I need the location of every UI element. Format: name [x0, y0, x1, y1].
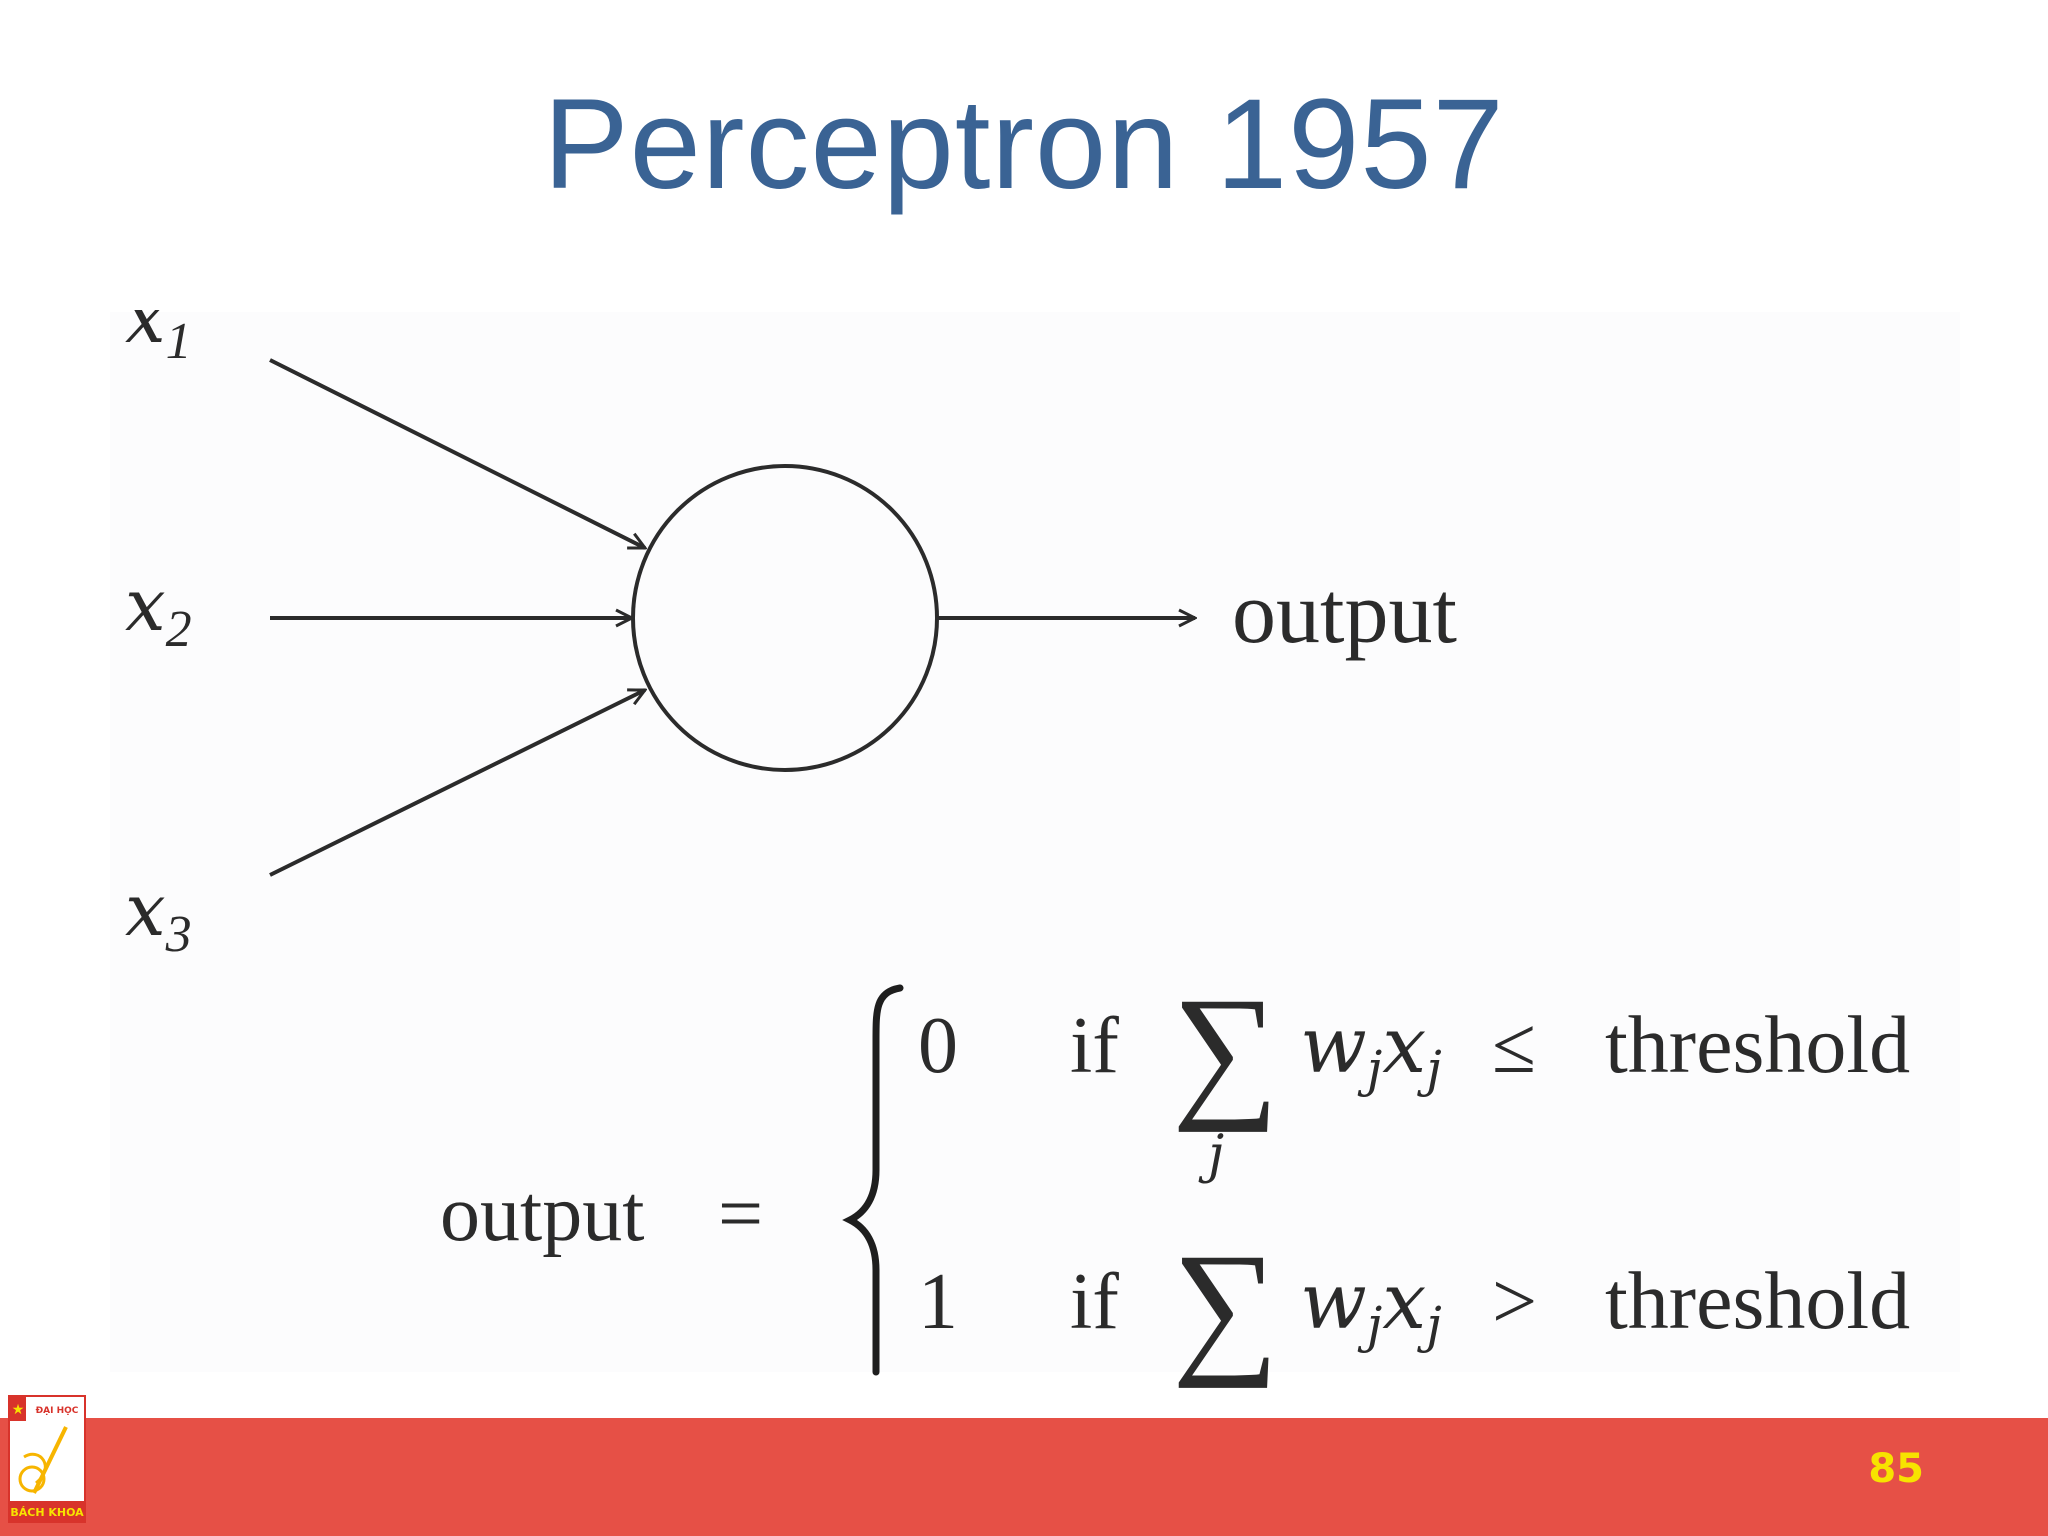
neuron-node	[631, 464, 939, 772]
perceptron-formula: output = 0 if ∑ j wjxj ≤ threshold 1 if …	[440, 967, 1910, 1389]
output-label: output	[1232, 565, 1457, 662]
svg-text:wjxj: wjxj	[1300, 1257, 1442, 1354]
svg-text:1: 1	[918, 1258, 958, 1346]
svg-text:≤: ≤	[1492, 1002, 1536, 1090]
svg-text:x2: x2	[125, 563, 192, 658]
svg-text:★: ★	[12, 1402, 25, 1418]
formula-equals: =	[718, 1170, 763, 1258]
formula-brace	[842, 984, 904, 1376]
input-label-x3: x3	[125, 868, 192, 963]
sum-symbol: ∑	[1172, 967, 1279, 1133]
svg-text:threshold: threshold	[1605, 1255, 1910, 1346]
figure-panel	[110, 312, 1960, 1372]
svg-text:x3: x3	[125, 868, 192, 963]
logo-emblem-icon: ★ ĐẠI HỌC BÁCH KHOA	[10, 1397, 84, 1521]
university-logo: ★ ĐẠI HỌC BÁCH KHOA	[8, 1395, 86, 1523]
sum-symbol: ∑	[1172, 1223, 1279, 1389]
page-number: 85	[1868, 1446, 1924, 1492]
svg-text:wjxj: wjxj	[1300, 1001, 1442, 1098]
perceptron-diagram: x1 x2 x3 output output = 0 if ∑ j wjxj ≤…	[125, 275, 1910, 1389]
footer-bar	[0, 1418, 2048, 1536]
input-arrow-x3	[269, 688, 645, 877]
input-label-x1: x1	[125, 275, 192, 370]
svg-text:if: if	[1070, 1258, 1119, 1346]
input-arrow-x1	[269, 358, 645, 550]
svg-text:j: j	[1198, 1125, 1224, 1185]
input-label-x2: x2	[125, 563, 192, 658]
svg-text:BÁCH KHOA: BÁCH KHOA	[10, 1506, 84, 1519]
formula-case-1: 1 if ∑ wjxj > threshold	[918, 1223, 1910, 1389]
slide-title: Perceptron 1957	[543, 73, 1505, 216]
svg-text:ĐẠI HỌC: ĐẠI HỌC	[36, 1406, 79, 1416]
formula-case-0: 0 if ∑ j wjxj ≤ threshold	[918, 967, 1910, 1185]
svg-text:if: if	[1070, 1002, 1119, 1090]
svg-text:threshold: threshold	[1605, 999, 1910, 1090]
svg-text:>: >	[1492, 1258, 1537, 1346]
formula-lhs: output	[440, 1170, 644, 1258]
svg-text:x1: x1	[125, 275, 192, 370]
svg-text:0: 0	[918, 1002, 958, 1090]
